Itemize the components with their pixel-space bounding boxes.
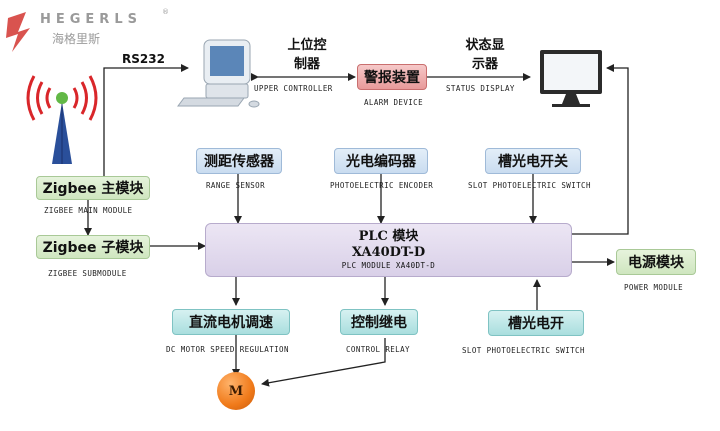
slot-switch-bottom-label: 槽光电开	[508, 316, 564, 332]
status-display-label-line1: 状态显	[465, 38, 505, 53]
slot-switch-bottom-box: 槽光电开	[488, 310, 584, 336]
photo-encoder-label: 光电编码器	[346, 154, 416, 170]
zigbee-sub-caption: ZIGBEE SUBMODULE	[48, 269, 127, 278]
photo-encoder-box: 光电编码器	[334, 148, 428, 174]
zigbee-main-caption: ZIGBEE MAIN MODULE	[44, 206, 133, 215]
plc-caption: PLC MODULE XA40DT-D	[341, 261, 436, 270]
antenna-icon	[26, 75, 98, 164]
motor-label: M	[228, 383, 244, 399]
photo-encoder-caption: PHOTOELECTRIC ENCODER	[330, 181, 434, 190]
upper-controller-label-line1: 上位控	[287, 38, 327, 53]
upper-controller-caption: UPPER CONTROLLER	[254, 84, 333, 93]
upper-controller-label-line2: 制器	[293, 57, 320, 72]
power-module-label: 电源模块	[628, 255, 684, 271]
slot-switch-top-caption: SLOT PHOTOELECTRIC SWITCH	[468, 181, 591, 190]
slot-switch-top-label: 槽光电开关	[498, 154, 568, 170]
dc-motor-box: 直流电机调速	[172, 309, 290, 335]
rs232-label: RS232	[122, 52, 165, 66]
control-relay-box: 控制继电	[340, 309, 418, 335]
alarm-device-caption: ALARM DEVICE	[364, 98, 423, 107]
slot-switch-top-box: 槽光电开关	[485, 148, 581, 174]
logo-name-zh: 海格里斯	[52, 32, 101, 46]
zigbee-sub-box: Zigbee 子模块	[36, 235, 150, 259]
zigbee-sub-label: Zigbee 子模块	[42, 240, 144, 256]
plc-label-line1: PLC 模块	[358, 229, 419, 244]
range-sensor-label: 测距传感器	[204, 154, 274, 170]
rs232-connector	[100, 64, 189, 183]
dc-motor-label: 直流电机调速	[189, 315, 273, 331]
relay-motor-connector	[261, 338, 386, 387]
motor-circle: M	[217, 372, 255, 410]
power-module-box: 电源模块	[616, 249, 696, 275]
power-module-caption: POWER MODULE	[624, 283, 683, 292]
logo-registered-mark: ®	[162, 8, 169, 16]
zigbee-main-box: Zigbee 主模块	[36, 176, 150, 200]
control-relay-caption: CONTROL RELAY	[346, 345, 410, 354]
monitor-icon	[540, 50, 602, 107]
status-display-label-line2: 示器	[471, 57, 498, 72]
control-relay-label: 控制继电	[351, 315, 407, 331]
plc-status-connector	[572, 64, 629, 235]
logo-icon	[6, 12, 30, 52]
logo-name-en: HEGERLS	[40, 12, 142, 27]
alarm-device-box: 警报装置	[357, 64, 427, 90]
plc-module-box: PLC 模块 XA40DT-D PLC MODULE XA40DT-D	[205, 223, 572, 277]
zigbee-main-label: Zigbee 主模块	[42, 181, 144, 197]
plc-label-line2: XA40DT-D	[351, 245, 426, 260]
alarm-device-label: 警报装置	[364, 70, 420, 86]
desktop-computer-icon	[177, 39, 260, 108]
range-sensor-box: 测距传感器	[196, 148, 282, 174]
status-display-caption: STATUS DISPLAY	[446, 84, 515, 93]
dc-motor-caption: DC MOTOR SPEED REGULATION	[166, 345, 289, 354]
range-sensor-caption: RANGE SENSOR	[206, 181, 265, 190]
slot-switch-bottom-caption: SLOT PHOTOELECTRIC SWITCH	[462, 346, 585, 355]
